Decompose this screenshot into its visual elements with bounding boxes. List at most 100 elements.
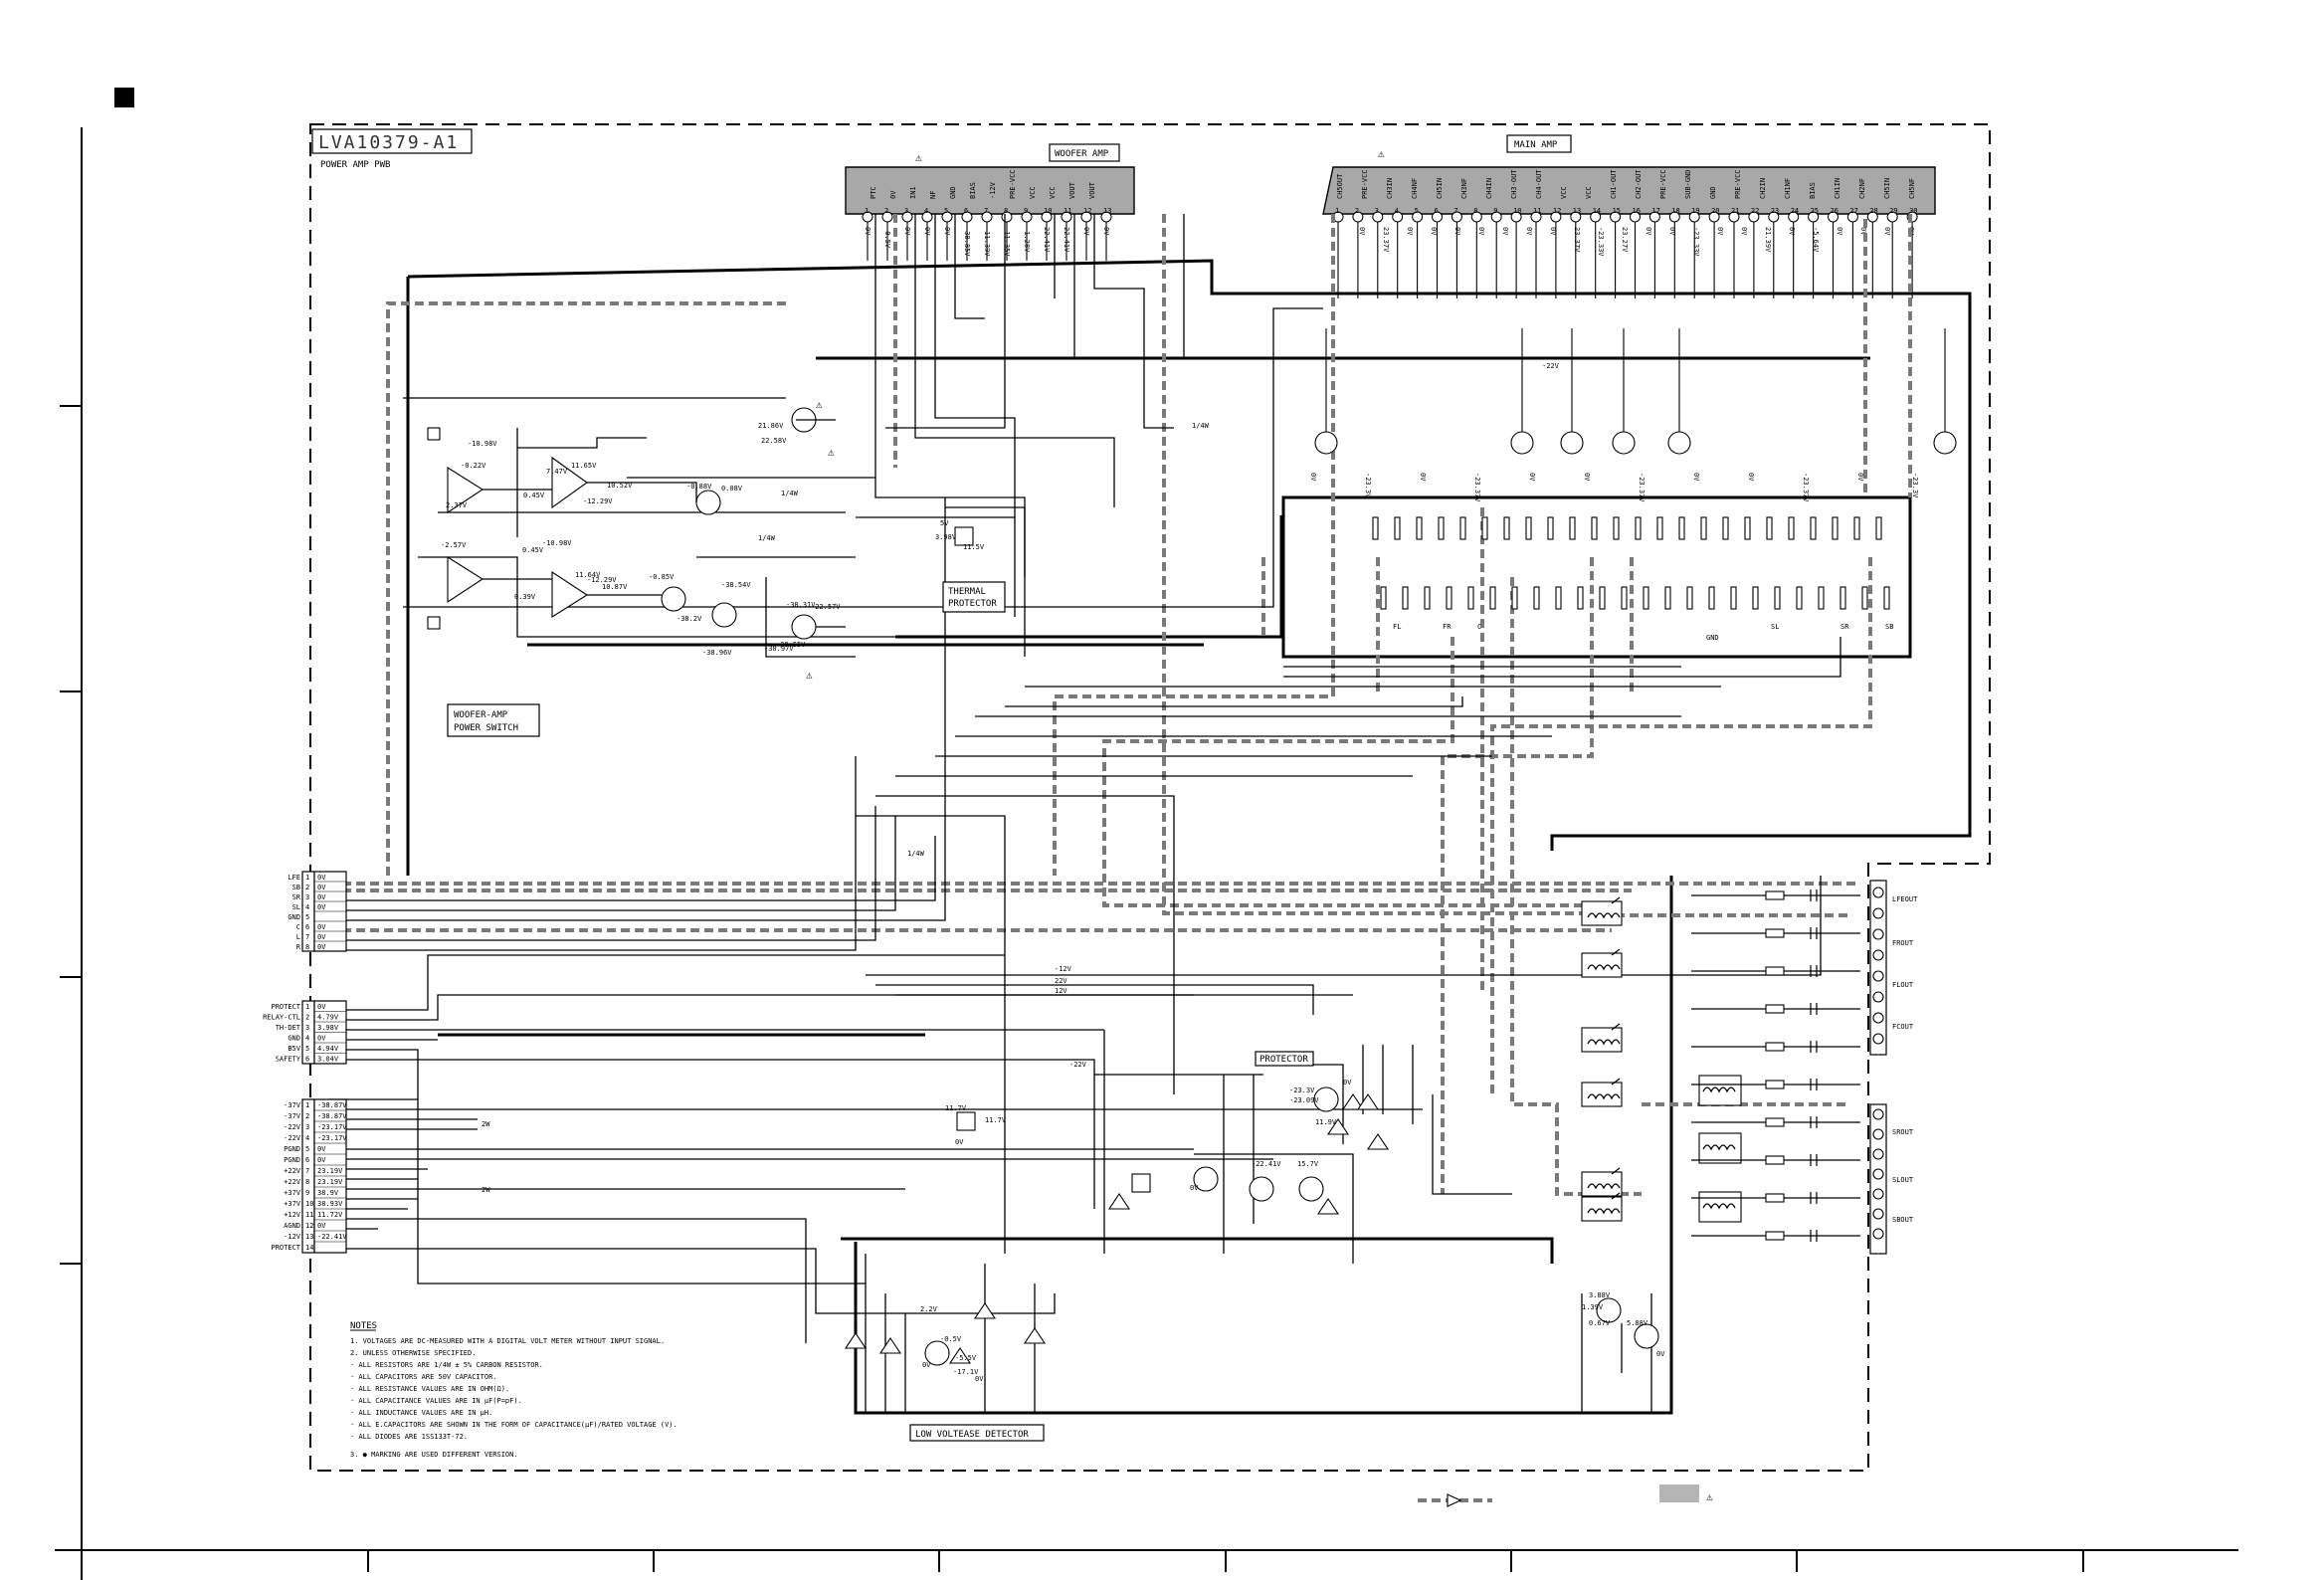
pin-voltage: -23.33V <box>1597 227 1605 257</box>
node-voltage: -2.57V <box>441 541 467 549</box>
svg-text:-22V: -22V <box>1069 1061 1087 1069</box>
resistor <box>1591 516 1598 540</box>
connector-pin: 5 <box>305 1145 309 1153</box>
resistor <box>1416 516 1423 540</box>
connector-label: +37V <box>284 1189 301 1197</box>
pin-voltage: 21.39V <box>1764 227 1772 253</box>
connector-pin: 1 <box>305 1101 309 1109</box>
node-voltage: 0V <box>1343 1079 1352 1086</box>
pin-name: -12V <box>989 181 997 199</box>
resistor <box>1765 1080 1785 1089</box>
connector-label: -37V <box>284 1101 301 1109</box>
node-voltage: -38.31V <box>786 601 816 609</box>
pin-number: 25 <box>1811 207 1819 215</box>
woofer-amp-ic: ⚠ WOOFER AMP 10V2-0.5V30V40V50V6-38.85V7… <box>845 143 1135 261</box>
pin-number: 27 <box>1849 207 1857 215</box>
connector-pin: 1 <box>305 874 309 882</box>
connector-voltage: 0V <box>317 933 326 941</box>
node-voltage: -0.5V <box>940 1335 962 1343</box>
notes-heading: NOTES <box>350 1321 377 1331</box>
connector-pin: 9 <box>305 1189 309 1197</box>
resistor <box>1577 586 1584 610</box>
resistor <box>1796 586 1803 610</box>
node-voltage: 3.98V <box>935 533 957 541</box>
pin-number: 1 <box>1335 207 1339 215</box>
resistor <box>1525 516 1532 540</box>
pin-name: VCC <box>1560 186 1568 199</box>
pin-voltage: 0V <box>1883 227 1891 236</box>
connector-label: -37V <box>284 1112 301 1120</box>
connector-pin: 14 <box>305 1244 313 1252</box>
node-voltage: 0V <box>1692 473 1700 482</box>
output-label: FROUT <box>1892 939 1914 947</box>
connector-label: B5V <box>288 1045 300 1053</box>
pin-voltage: 23.37V <box>1382 227 1390 253</box>
pin-number: 24 <box>1791 207 1799 215</box>
node-voltage: 0V <box>955 1138 964 1146</box>
node-voltage: 11.64V <box>575 571 601 579</box>
connector-voltage: -38.87V <box>317 1112 347 1120</box>
resistor <box>1765 928 1785 938</box>
pin-name: PTC <box>870 186 877 199</box>
connector-voltage: 0V <box>317 1035 326 1043</box>
terminal-screw <box>1872 1012 1884 1024</box>
transistor <box>1667 431 1691 455</box>
pin-voltage: 22.41V <box>1043 227 1051 253</box>
connector-voltage: 0V <box>317 1145 326 1153</box>
node-voltage: -0.22V <box>461 462 486 470</box>
node-voltage: -10.98V <box>468 440 497 448</box>
pin-name: NF <box>929 191 937 199</box>
pin-number: 28 <box>1869 207 1877 215</box>
connector-voltage: 0V <box>317 923 326 931</box>
connector-label: RELAY-CTL <box>263 1014 300 1022</box>
node-voltage: -23.37V <box>1473 473 1481 502</box>
connector-pin: 8 <box>305 943 309 951</box>
pin-number: 21 <box>1731 207 1739 215</box>
woofer-power-switch-label: WOOFER-AMP POWER SWITCH <box>447 703 540 737</box>
terminal-screw <box>1872 907 1884 919</box>
svg-text:1/4W: 1/4W <box>1192 422 1210 430</box>
connector-voltage: 4.94V <box>317 1045 339 1053</box>
resistor <box>1883 586 1890 610</box>
resistor <box>1810 516 1817 540</box>
svg-text:WOOFER-AMP: WOOFER-AMP <box>454 710 508 720</box>
connector-label: PGND <box>284 1145 300 1153</box>
pin-voltage: 22.41V <box>1063 227 1070 253</box>
resistor <box>1394 516 1401 540</box>
pin-name: CH2-OUT <box>1635 169 1643 199</box>
connector-voltage: 3.98V <box>317 1024 339 1032</box>
warning-icon: ⚠ <box>828 446 835 459</box>
resistor <box>1840 586 1846 610</box>
node-voltage: 2.2V <box>920 1305 938 1313</box>
resistor <box>1467 586 1474 610</box>
connector-voltage: -38.87V <box>317 1101 347 1109</box>
node-voltage: 11.7V <box>945 1104 967 1112</box>
connector-voltage: 0V <box>317 943 326 951</box>
connector-pin: 8 <box>305 1178 309 1186</box>
output-label: SBOUT <box>1892 1216 1914 1224</box>
node-voltage: 0V <box>1747 473 1755 482</box>
pin-name: VCC <box>1029 186 1037 199</box>
resistor <box>1656 516 1663 540</box>
connector-pin: 10 <box>305 1200 313 1208</box>
board-code: LVA10379-A1 <box>318 132 459 153</box>
connector-pin: 12 <box>305 1222 313 1230</box>
resistor <box>1446 586 1452 610</box>
resistor <box>1708 586 1715 610</box>
pin-voltage: 0V <box>864 227 872 236</box>
resistor <box>1547 516 1554 540</box>
pin-voltage: -23.33V <box>1692 227 1700 257</box>
pin-voltage: 0V <box>1549 227 1557 236</box>
node-voltage: 0V <box>1856 473 1864 482</box>
terminal-screw <box>1872 1108 1884 1120</box>
resistor <box>1402 586 1409 610</box>
pin-number: 1 <box>865 207 869 215</box>
pin-voltage: 0V <box>1082 227 1090 236</box>
resistor <box>1730 586 1737 610</box>
connector-pin: 2 <box>305 1014 309 1022</box>
node-voltage: -5.5V <box>955 1354 977 1362</box>
resistor <box>1459 516 1466 540</box>
